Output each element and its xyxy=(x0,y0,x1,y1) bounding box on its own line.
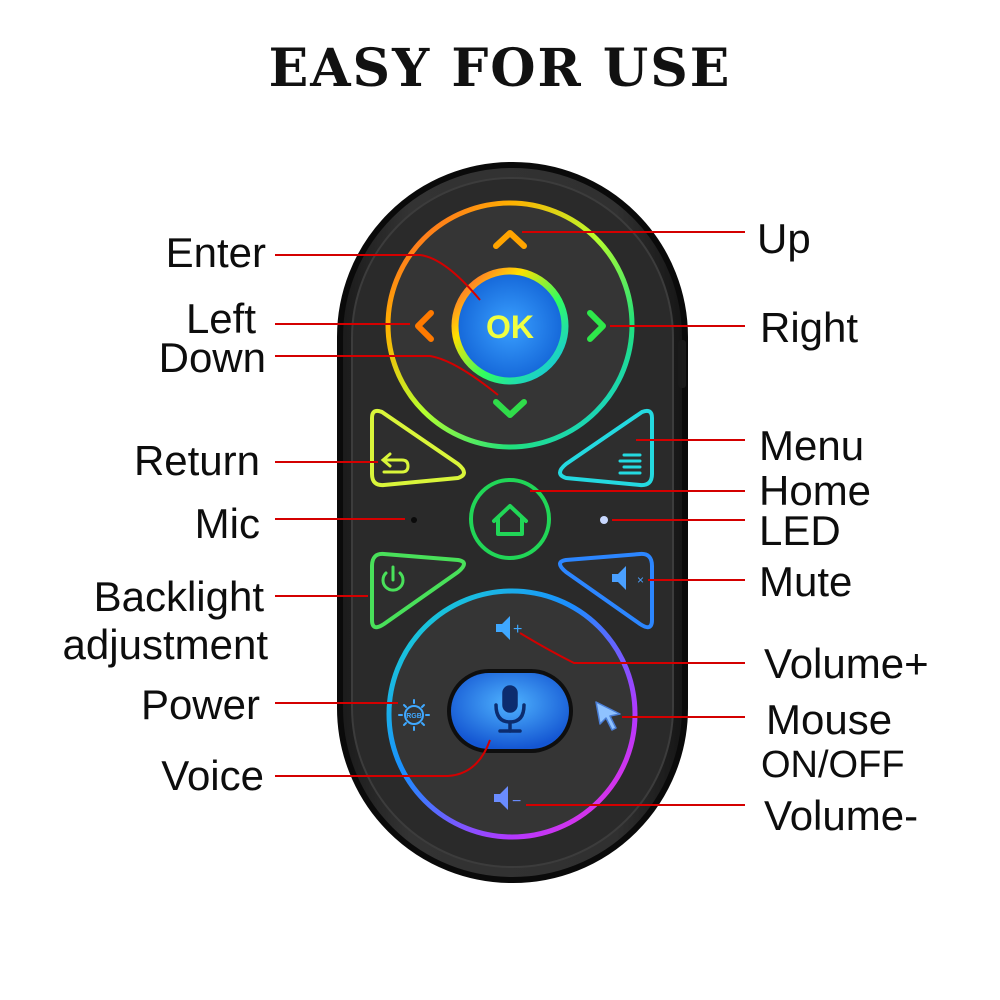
lower-ring: + − RGB xyxy=(386,588,638,840)
label-return: Return xyxy=(133,437,260,484)
home-button[interactable] xyxy=(469,478,551,560)
label-mic: Mic xyxy=(194,500,260,547)
label-mouse-line1: Mouse xyxy=(766,696,893,743)
volume-down-icon[interactable]: − xyxy=(494,786,521,810)
microphone-icon xyxy=(494,685,526,733)
mute-button[interactable]: × xyxy=(558,551,654,630)
dpad: OK xyxy=(385,200,635,450)
label-volume-plus: Volume+ xyxy=(764,640,929,687)
label-led: LED xyxy=(759,507,841,554)
home-icon xyxy=(492,504,528,536)
rgb-label: RGB xyxy=(406,713,422,720)
mouse-cursor-icon[interactable] xyxy=(595,701,621,731)
label-up: Up xyxy=(757,215,811,262)
leader-down xyxy=(275,355,499,396)
volume-up-icon[interactable]: + xyxy=(496,616,522,640)
leader-volume-plus xyxy=(519,632,745,664)
page-title: EASY FOR USE xyxy=(268,38,732,99)
label-menu: Menu xyxy=(759,422,865,469)
menu-button[interactable] xyxy=(558,408,654,488)
label-volume-minus: Volume- xyxy=(764,792,919,839)
menu-icon xyxy=(618,453,642,475)
right-arrow-icon[interactable] xyxy=(587,310,606,342)
mute-icon: × xyxy=(612,566,644,590)
up-arrow-icon[interactable] xyxy=(493,230,527,249)
label-mute: Mute xyxy=(759,558,853,605)
power-button[interactable] xyxy=(370,551,466,630)
label-left: Left xyxy=(185,295,256,342)
side-switch xyxy=(678,340,686,388)
label-home: Home xyxy=(759,467,872,514)
leader-enter xyxy=(275,254,481,301)
left-arrow-icon[interactable] xyxy=(415,310,434,342)
label-down: Down xyxy=(158,334,266,381)
label-backlight-line1: Backlight xyxy=(93,573,264,620)
mic-hole xyxy=(411,517,417,523)
backlight-rgb-icon[interactable]: RGB xyxy=(398,699,430,731)
return-button[interactable] xyxy=(370,408,466,488)
label-voice: Voice xyxy=(161,752,264,799)
ok-button[interactable]: OK xyxy=(451,267,569,385)
svg-text:−: − xyxy=(512,793,521,810)
svg-text:×: × xyxy=(637,573,644,587)
svg-text:+: + xyxy=(513,621,522,638)
power-icon xyxy=(381,565,405,592)
led-indicator xyxy=(600,516,608,524)
label-mouse-line2: ON/OFF xyxy=(761,744,905,786)
label-power: Power xyxy=(140,681,260,728)
leader-voice xyxy=(275,739,491,777)
label-enter: Enter xyxy=(165,229,266,276)
label-right: Right xyxy=(760,304,859,351)
down-arrow-icon[interactable] xyxy=(493,399,527,418)
ok-label: OK xyxy=(486,309,534,345)
label-backlight-line2: adjustment xyxy=(62,621,268,668)
voice-button[interactable] xyxy=(447,669,573,753)
leader-lines xyxy=(275,231,745,806)
return-icon xyxy=(380,452,410,474)
